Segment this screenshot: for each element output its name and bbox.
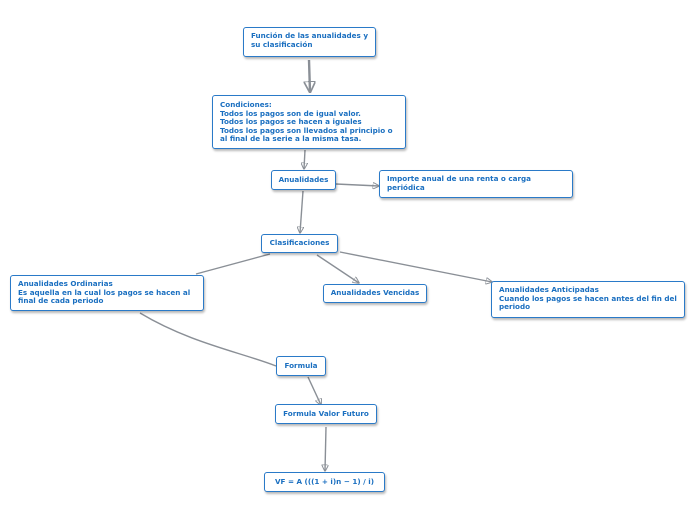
- node-valor-futuro-label: Formula Valor Futuro: [283, 408, 369, 418]
- node-root[interactable]: Función de las anualidades y su clasific…: [243, 27, 376, 57]
- edge-root-condiciones: [309, 59, 310, 92]
- node-anticipadas-line: Cuando los pagos se hacen antes del fin …: [499, 293, 677, 303]
- node-condiciones-line: Todos los pagos son de igual valor.: [220, 108, 361, 118]
- node-anualidades[interactable]: Anualidades: [271, 170, 336, 190]
- node-importe[interactable]: Importe anual de una renta o carga perió…: [379, 170, 573, 198]
- node-vencidas[interactable]: Anualidades Vencidas: [323, 284, 427, 303]
- node-anticipadas-line: periodo: [499, 302, 531, 312]
- node-vencidas-label: Anualidades Vencidas: [330, 288, 420, 298]
- node-ordinarias-line: Anualidades Ordinarias: [18, 279, 113, 288]
- node-condiciones-line: Todos los pagos se hacen a iguales: [220, 117, 362, 127]
- node-vf-formula-label: VF = A (((1 + i)n − 1) / i): [274, 476, 374, 486]
- node-root-line: su clasificación: [251, 39, 313, 49]
- node-ordinarias-line: final de cada periodo: [18, 296, 104, 306]
- edge-clasificaciones-ordinarias: [195, 253, 271, 275]
- node-clasificaciones-label: Clasificaciones: [269, 238, 330, 248]
- edge-clasificaciones-vencidas: [316, 254, 359, 283]
- node-anticipadas-line: Anualidades Anticipadas: [499, 285, 599, 294]
- node-clasificaciones[interactable]: Clasificaciones: [261, 234, 338, 253]
- edge-anualidades-clasificaciones: [300, 190, 303, 233]
- node-ordinarias[interactable]: Anualidades Ordinarias Es aquella en la …: [10, 275, 204, 311]
- node-formula[interactable]: Formula: [276, 356, 326, 376]
- node-condiciones-line: Todos los pagos son llevados al principi…: [220, 125, 393, 135]
- edge-valor-futuro-vf: [325, 426, 326, 471]
- edge-condiciones-anualidades: [304, 149, 305, 169]
- node-importe-line: Importe anual de una renta o carga: [387, 174, 532, 183]
- node-importe-line: periódica: [387, 182, 425, 192]
- edge-anualidades-importe: [335, 184, 379, 186]
- edge-formula-valor-futuro: [307, 376, 321, 405]
- node-vf-formula[interactable]: VF = A (((1 + i)n − 1) / i): [264, 472, 385, 492]
- edge-clasificaciones-anticipadas: [339, 251, 492, 282]
- node-anualidades-label: Anualidades: [278, 174, 329, 184]
- node-root-line: Función de las anualidades y: [251, 31, 369, 40]
- node-condiciones[interactable]: Condiciones: Todos los pagos son de igua…: [212, 95, 406, 149]
- node-ordinarias-line: Es aquella en la cual los pagos se hacen…: [18, 287, 191, 297]
- node-condiciones-line: al final de la serie a la misma tasa.: [220, 134, 362, 144]
- node-valor-futuro[interactable]: Formula Valor Futuro: [275, 404, 377, 424]
- node-anticipadas[interactable]: Anualidades Anticipadas Cuando los pagos…: [491, 281, 685, 318]
- edge-ordinarias-formula: [139, 312, 277, 367]
- node-condiciones-line: Condiciones:: [220, 100, 272, 109]
- node-formula-label: Formula: [284, 360, 318, 370]
